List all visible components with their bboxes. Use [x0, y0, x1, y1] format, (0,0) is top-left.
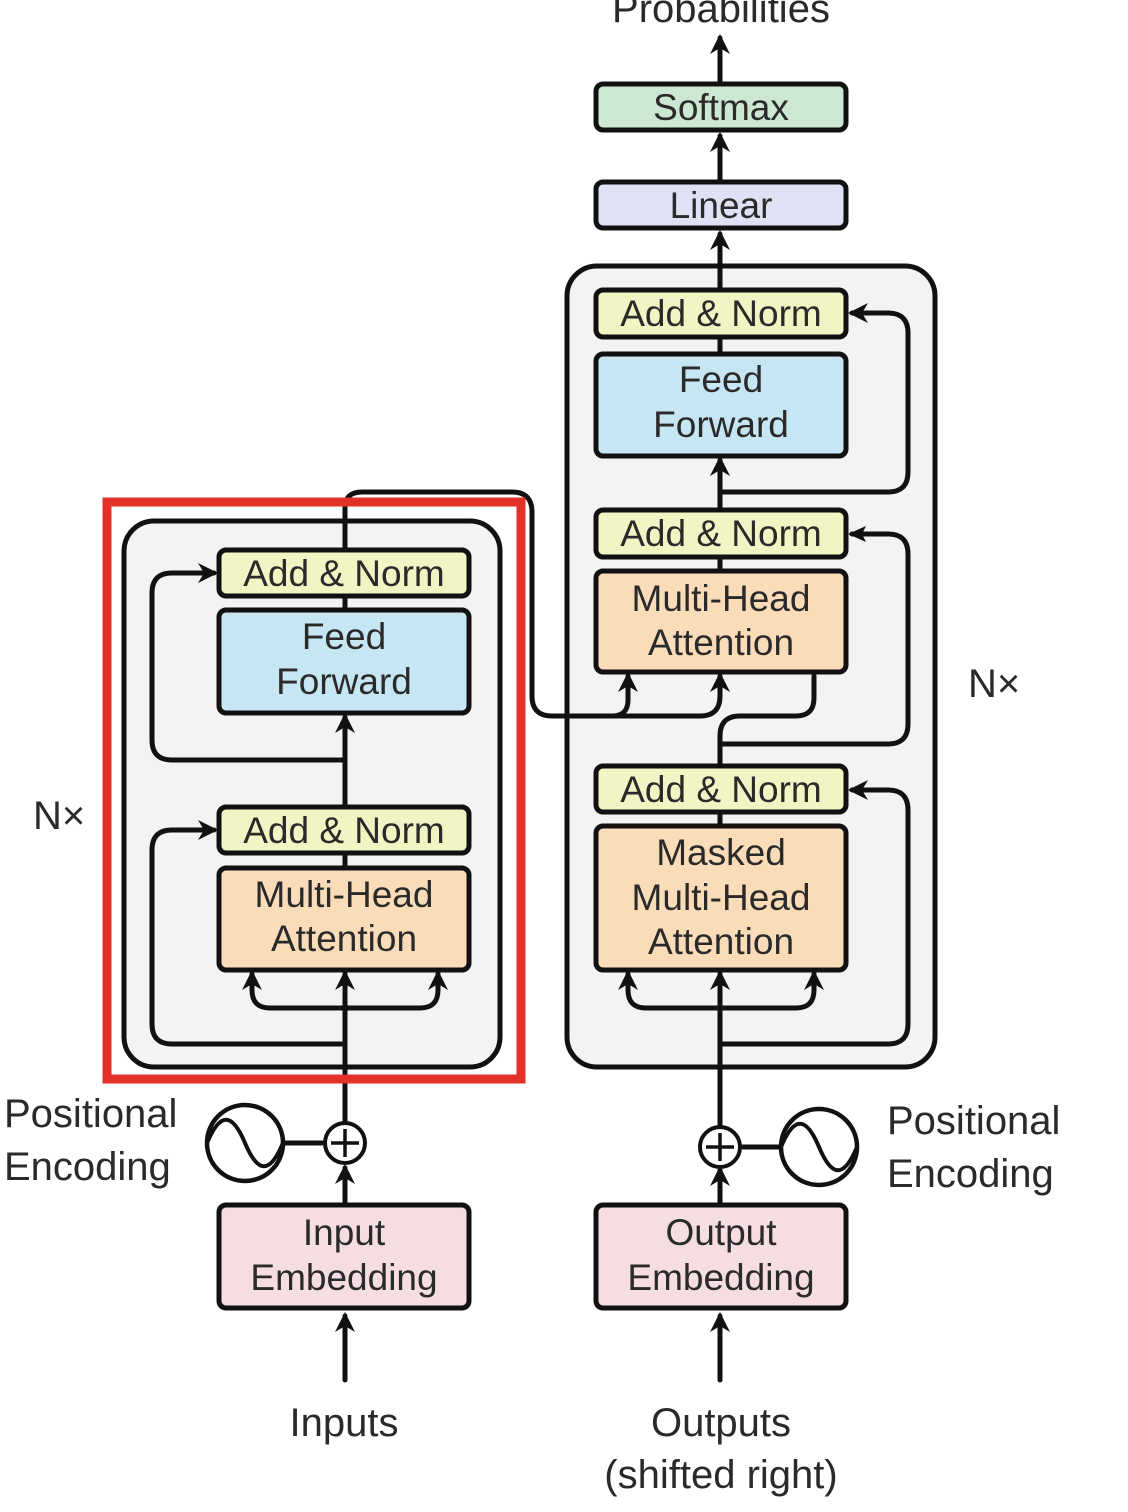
output-head: Linear Softmax Probabilities — [593, 0, 849, 231]
edge-encoder-residual-1 — [149, 820, 348, 1047]
arrowhead-decoder-residual-2 — [848, 526, 866, 542]
output-probabilities-label: Probabilities — [612, 0, 830, 31]
encoder-highlight-frame — [102, 497, 526, 1084]
encoder-attention-label-1: Multi-Head — [255, 874, 434, 915]
decoder-positional-label-2: Encoding — [887, 1152, 1054, 1196]
edge-masked-attention-split-right — [717, 970, 824, 1011]
edge-decoder-residual-1 — [717, 780, 911, 1047]
decoder-feed-forward-label-1: Feed — [679, 359, 763, 400]
encoder: Add & Norm Feed Forward Add & Norm Multi… — [4, 547, 472, 1445]
decoder-add-icon — [698, 1125, 742, 1169]
decoder-add-norm-bottom-label: Add & Norm — [620, 769, 822, 810]
edge-masked-attention-split-left — [618, 970, 723, 1011]
edge-encoder-output-to-cross-attention-middle — [697, 672, 730, 719]
decoder-masked-attention-label-3: Attention — [648, 921, 794, 962]
encoder-feed-forward-label-1: Feed — [302, 616, 386, 657]
outputs-label-1: Outputs — [651, 1401, 791, 1445]
encoder-attention-box — [216, 865, 472, 973]
output-embedding-label-2: Embedding — [627, 1257, 814, 1298]
edge-encoder-attention-split-left — [242, 970, 348, 1011]
input-embedding-label-2: Embedding — [250, 1257, 437, 1298]
encoder-stack — [121, 518, 503, 1070]
edge-encoder-output-to-cross-attention-left — [609, 672, 638, 719]
decoder-add-norm-middle-box — [593, 507, 849, 560]
decoder-masked-attention-label-1: Masked — [656, 832, 786, 873]
decoder-add-norm-bottom-box — [593, 763, 849, 815]
encoder-add-norm-top-label: Add & Norm — [243, 553, 445, 594]
softmax-label: Softmax — [653, 87, 789, 128]
output-embedding-box — [593, 1202, 849, 1311]
edge-encoder-attention-split-right — [342, 970, 448, 1011]
encoder-feed-forward-label-2: Forward — [276, 661, 412, 702]
decoder-cross-attention-label-2: Attention — [648, 622, 794, 663]
decoder-repeat-label: N× — [968, 662, 1020, 706]
edge-encoder-output-to-decoder — [342, 489, 703, 719]
linear-box — [593, 179, 849, 231]
decoder-feed-forward-label-2: Forward — [653, 404, 789, 445]
decoder-cross-attention-label-1: Multi-Head — [632, 578, 811, 619]
encoder-add-norm-bottom-box — [216, 804, 472, 856]
linear-label: Linear — [670, 185, 773, 226]
edge-decoder-residual-3 — [717, 303, 911, 495]
input-embedding-box — [216, 1202, 472, 1311]
output-embedding-label-1: Output — [665, 1212, 777, 1253]
encoder-repeat-label: N× — [33, 794, 85, 838]
decoder-positional-encoding-icon — [778, 1106, 860, 1188]
edge-encoder-residual-2 — [149, 563, 348, 763]
outputs-label-2: (shifted right) — [604, 1453, 837, 1497]
encoder-feed-forward-box — [216, 607, 472, 716]
decoder: Add & Norm Feed Forward Add & Norm Multi… — [593, 287, 1060, 1497]
decoder-masked-attention-label-2: Multi-Head — [632, 877, 811, 918]
softmax-box — [593, 81, 849, 133]
encoder-add-icon — [323, 1121, 367, 1165]
decoder-add-norm-middle-label: Add & Norm — [620, 513, 822, 554]
encoder-add-norm-top-box — [216, 547, 472, 599]
encoder-positional-encoding-icon — [204, 1102, 286, 1184]
encoder-attention-label-2: Attention — [271, 918, 417, 959]
edge-decoder-residual-2 — [717, 531, 911, 747]
decoder-cross-attention-box — [593, 568, 849, 675]
edge-decoder-add-norm-to-cross-attention — [717, 673, 817, 769]
decoder-feed-forward-box — [593, 351, 849, 459]
decoder-add-norm-top-box — [593, 287, 849, 340]
input-embedding-label-1: Input — [303, 1212, 386, 1253]
encoder-positional-label-1: Positional — [4, 1092, 177, 1136]
edges — [149, 34, 911, 1383]
inputs-label: Inputs — [290, 1401, 399, 1445]
decoder-add-norm-top-label: Add & Norm — [620, 293, 822, 334]
decoder-masked-attention-box — [593, 823, 849, 973]
encoder-positional-label-2: Encoding — [4, 1145, 171, 1189]
encoder-add-norm-bottom-label: Add & Norm — [243, 810, 445, 851]
decoder-positional-label-1: Positional — [887, 1099, 1060, 1143]
